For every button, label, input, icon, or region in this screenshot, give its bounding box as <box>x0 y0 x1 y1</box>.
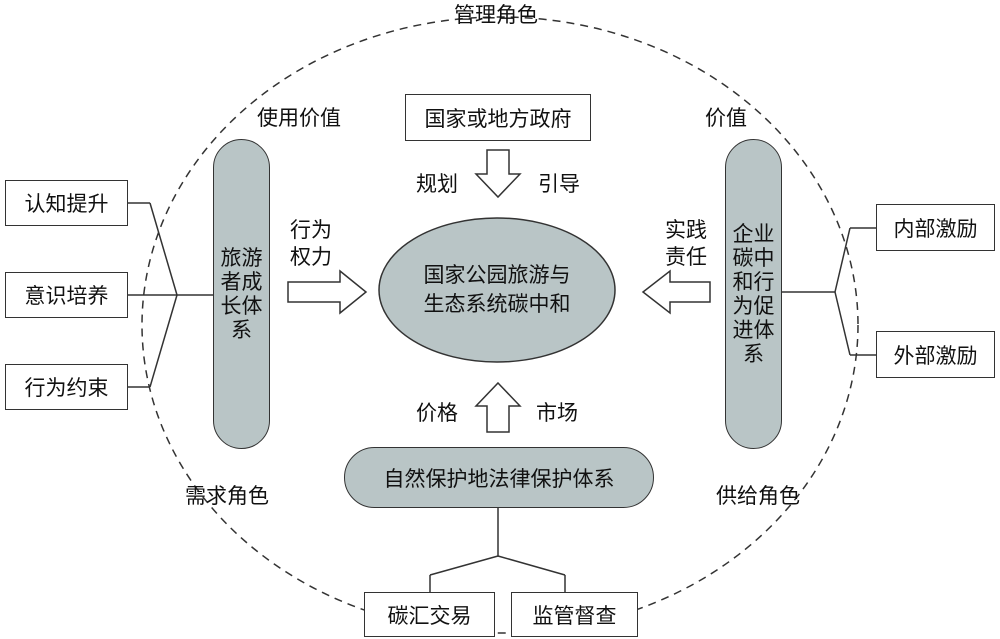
value-label: 价值 <box>705 106 747 130</box>
government-box: 国家或地方政府 <box>405 94 591 141</box>
planning-label: 规划 <box>416 172 458 196</box>
guidance-label: 引导 <box>538 172 580 196</box>
outer-dashed-ellipse <box>141 16 859 634</box>
left-bracket <box>128 202 213 388</box>
center-ellipse <box>378 217 616 363</box>
tourist-growth-system-text: 旅游 者成 长体 系 <box>220 246 263 342</box>
enterprise-carbon-system-pill: 企业 碳中 和行 为促 进体 系 <box>725 139 782 449</box>
center-ellipse-text: 国家公园旅游与 生态系统碳中和 <box>423 263 571 316</box>
down-arrow <box>474 149 522 199</box>
right-box-internal-incentive: 内部激励 <box>876 204 995 251</box>
supply-role-label: 供给角色 <box>716 484 800 508</box>
management-role-label: 管理角色 <box>454 3 538 27</box>
right-arrow <box>287 269 368 315</box>
behavior-power-label: 行为 权力 <box>290 218 332 269</box>
price-label: 价格 <box>416 401 458 425</box>
left-box-awareness: 意识培养 <box>5 272 128 318</box>
legal-protection-system-pill: 自然保护地法律保护体系 <box>344 447 654 508</box>
tourist-growth-system-pill: 旅游 者成 长体 系 <box>213 139 270 449</box>
up-arrow <box>474 381 522 433</box>
left-arrow <box>641 269 711 315</box>
right-box-external-incentive: 外部激励 <box>876 331 995 378</box>
market-label: 市场 <box>536 401 578 425</box>
use-value-label: 使用价值 <box>257 106 341 130</box>
demand-role-label: 需求角色 <box>185 484 269 508</box>
left-box-constraint: 行为约束 <box>5 364 128 410</box>
right-bracket <box>782 227 876 356</box>
left-box-cognition: 认知提升 <box>5 180 128 226</box>
practice-responsibility-label: 实践 责任 <box>665 218 707 269</box>
bottom-bracket <box>429 508 566 592</box>
enterprise-carbon-system-text: 企业 碳中 和行 为促 进体 系 <box>732 222 775 366</box>
bottom-box-carbon-trading: 碳汇交易 <box>364 592 495 637</box>
bottom-box-supervision: 监管督查 <box>511 592 638 637</box>
